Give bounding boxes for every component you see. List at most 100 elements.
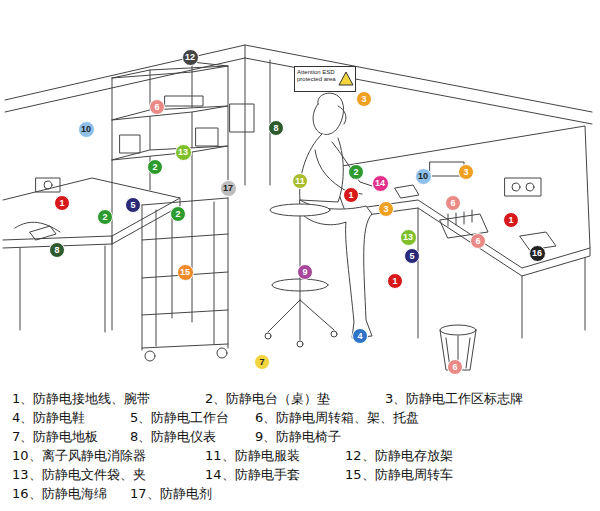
callout-number: 6: [447, 359, 463, 375]
callout-text: 2: [170, 206, 186, 222]
back-wall: [245, 45, 592, 124]
legend-item: 5、防静电工作台: [130, 410, 229, 426]
right-desk-legs: [418, 208, 585, 338]
callout-number: 6: [445, 195, 461, 211]
callout-disc: [220, 180, 236, 196]
callout-disc: [175, 144, 191, 160]
callout-text: 10: [415, 168, 432, 185]
legend-item: 8、防静电仪表: [130, 429, 216, 445]
stool-wheel: [331, 331, 337, 337]
callout-disc: [400, 229, 416, 245]
arms: [315, 142, 372, 194]
legend-item: 3、防静电工作区标志牌: [385, 391, 523, 407]
callout-text: 7: [254, 354, 270, 370]
callout-disc: [98, 210, 113, 225]
legend-item: 6、防静电周转箱、架、托盘: [255, 410, 419, 426]
callout-text: 3: [378, 201, 394, 217]
callout-number: 15: [177, 264, 194, 281]
legend-item: 16、防静电海绵: [12, 486, 107, 502]
stool-ring: [272, 279, 328, 291]
legend-item: 2、防静电台（桌）垫: [205, 391, 330, 407]
callout-text: 6: [447, 359, 463, 375]
legend-item: 11、防静电服装: [205, 448, 300, 464]
callout-text: 5: [125, 197, 141, 213]
stool-seat: [270, 204, 330, 216]
callout-disc: [255, 355, 270, 370]
pcb: [395, 185, 419, 198]
callout-disc: [269, 121, 284, 136]
callout-number: 13: [400, 229, 417, 246]
trolley-frame: [142, 198, 228, 350]
callout-disc: [388, 274, 403, 289]
callout-number: 1: [54, 195, 70, 211]
callout-number: 7: [254, 354, 270, 370]
callout-number: 2: [147, 159, 163, 175]
callout-text: 1: [343, 187, 359, 203]
callout-text: 11: [292, 173, 308, 189]
callout-number: 1: [343, 187, 359, 203]
legend-item: 14、防静电手套: [205, 467, 300, 483]
trolley-wheel: [217, 348, 227, 358]
tray-boards: [448, 210, 472, 226]
callout-number: 4: [352, 328, 368, 344]
callout-number: 1: [387, 273, 403, 289]
callout-text: 10: [78, 121, 95, 138]
callout-number: 2: [348, 164, 364, 180]
callout-text: 6: [149, 99, 165, 115]
trolley-wheel: [145, 351, 155, 361]
rack-posts: [112, 62, 228, 330]
callout-number: 2: [97, 209, 113, 225]
callout-number: 5: [125, 197, 141, 213]
basket-top: [440, 325, 476, 335]
callout-text: 1: [387, 273, 403, 289]
shelf-box: [196, 128, 218, 146]
legend-item: 17、防静电剂: [130, 486, 212, 502]
callout-number: 5: [404, 248, 420, 264]
callout-disc: [50, 243, 65, 258]
hair: [313, 93, 343, 134]
callout-disc: [148, 160, 163, 175]
legend-item: 7、防静电地板: [12, 429, 98, 445]
callout-text: 2: [97, 209, 113, 225]
callout-disc: [182, 49, 198, 65]
callout-text: 2: [147, 159, 163, 175]
legend-item: 10、离子风静电消除器: [12, 448, 146, 464]
callout-disc: [448, 360, 463, 375]
right-desk-top: [330, 126, 590, 268]
callout-number: 1: [503, 212, 519, 228]
callout-disc: [459, 165, 474, 180]
callout-text: 14: [372, 175, 389, 192]
callout-disc: [78, 121, 94, 137]
callout-number: 3: [378, 201, 394, 217]
legend-item: 13、防静电文件袋、夹: [12, 467, 146, 483]
sign-board: Attention ESD protected area: [294, 66, 356, 92]
callout-text: 16: [529, 245, 546, 262]
callout-disc: [504, 213, 519, 228]
callout-text: 13: [175, 144, 192, 161]
callout-text: 17: [220, 180, 237, 197]
callout-number: 6: [470, 233, 486, 249]
callout-text: 15: [177, 264, 194, 281]
legend-item: 12、防静电存放架: [345, 448, 453, 464]
stool-wheel: [297, 341, 303, 347]
partition-edge: [5, 58, 245, 112]
callout-text: 3: [356, 91, 372, 107]
callout-number: 16: [529, 245, 546, 262]
outlet-socket: [512, 183, 520, 191]
callout-text: 6: [470, 233, 486, 249]
callout-disc: [405, 249, 420, 264]
callout-disc: [357, 92, 372, 107]
callout-disc: [55, 196, 70, 211]
callout-disc: [344, 188, 359, 203]
trolley-rails: [156, 202, 214, 346]
callout-number: 10: [415, 168, 432, 185]
callout-number: 13: [175, 144, 192, 161]
legend-item: 1、防静电接地线、腕带: [12, 391, 150, 407]
callout-disc: [446, 196, 461, 211]
outlet: [36, 178, 60, 192]
callout-disc: [415, 168, 431, 184]
left-partition: [5, 45, 245, 185]
callout-text: 4: [352, 328, 368, 344]
callout-disc: [372, 175, 388, 191]
